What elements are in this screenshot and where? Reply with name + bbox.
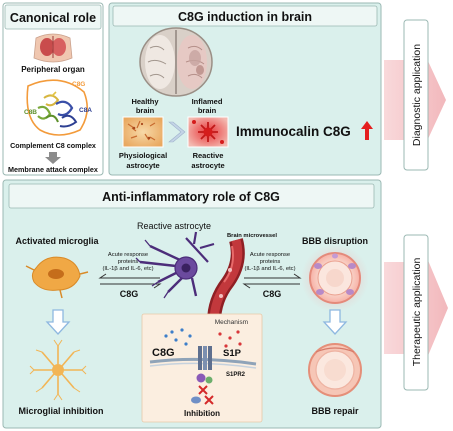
right-arrow-icon: [100, 283, 162, 289]
acute-right-line1: Acute response: [250, 252, 290, 258]
mech-inhibition-label: Inhibition: [184, 409, 220, 418]
right-arrow-icon-2: [244, 273, 302, 279]
complement-c8-structure: [26, 79, 88, 136]
bbb-disruption-vessel: [301, 244, 369, 312]
s1p-molecules: [218, 330, 242, 348]
diagnostic-application: Diagnostic application: [384, 19, 446, 171]
brain-microvessel: [207, 238, 245, 323]
bbb-disruption-label: BBB disruption: [302, 236, 368, 246]
c8g-molecules: [164, 328, 192, 346]
activated-microglia-label: Activated microglia: [15, 236, 99, 246]
reactive-astrocyte-label-1: Reactive: [193, 151, 224, 160]
down-arrow-icon: [45, 152, 61, 164]
inhibited-microglia-cell: [29, 339, 87, 401]
bbb-repair-label: BBB repair: [311, 406, 359, 416]
g-protein-icon: [196, 373, 206, 383]
down-arrow-icon-right: [322, 309, 348, 335]
activated-microglia-cell: [25, 256, 89, 299]
peripheral-organ-label: Peripheral organ: [21, 65, 85, 74]
reactive-astrocyte-title: Reactive astrocyte: [137, 221, 211, 231]
c8g-label: C8G: [72, 81, 85, 88]
peripheral-organ-icon: [33, 33, 73, 63]
physiological-astrocyte-label-1: Physiological: [119, 151, 167, 160]
mech-c8g-label: C8G: [152, 347, 175, 359]
healthy-brain-label-1: Healthy: [131, 97, 159, 106]
mechanism-label: Mechanism: [215, 319, 248, 326]
therapeutic-label: Therapeutic application: [411, 258, 423, 367]
anti-inflammatory-title: Anti-inflammatory role of C8G: [102, 190, 280, 204]
mech-s1p-label: S1P: [223, 348, 242, 359]
c8a-label: C8A: [79, 107, 92, 114]
signal-node: [191, 396, 201, 404]
c8b-label: C8B: [24, 109, 37, 116]
mac-label: Membrane attack complex: [8, 165, 98, 174]
mechanism-box: Mechanism C8G S1P: [141, 313, 263, 423]
mech-s1pr2-label: S1PR2: [226, 372, 246, 378]
brain-illustration: [139, 27, 213, 97]
physiological-astrocyte-label-2: astrocyte: [126, 161, 159, 170]
induction-title: C8G induction in brain: [178, 10, 312, 24]
bbb-repair-vessel: [308, 343, 362, 397]
acute-right-line3: (IL-1β and IL-6, etc): [244, 266, 295, 272]
reactive-astrocyte-image: [187, 116, 229, 148]
chevron-right-icon: [168, 121, 186, 143]
immunocalin-label: Immunocalin C8G: [236, 124, 351, 139]
inhibition-cross-icon-2: [204, 395, 214, 405]
inflamed-brain-label-1: Inflamed: [192, 97, 223, 106]
therapeutic-application: Therapeutic application: [384, 234, 448, 391]
canonical-role-panel: Canonical role Peripheral organ C8G C8A …: [2, 2, 104, 176]
acute-left-line3: (IL-1β and IL-6, etc): [102, 266, 153, 272]
down-arrow-icon-left: [45, 309, 71, 335]
up-arrow-icon: [361, 121, 373, 140]
anti-inflammatory-panel: Anti-inflammatory role of C8G Activated …: [2, 179, 382, 429]
left-arrow-icon-2: [242, 283, 300, 289]
s1pr2-receptor: [198, 346, 212, 370]
c8g-left-label: C8G: [120, 289, 139, 299]
reactive-astrocyte-label-2: astrocyte: [191, 161, 224, 170]
reactive-astrocyte-cell: [135, 231, 215, 299]
canonical-title: Canonical role: [10, 11, 96, 25]
acute-right-line2: proteins: [260, 259, 281, 265]
physiological-astrocyte-image: [122, 116, 164, 148]
acute-left-line2: proteins: [118, 259, 139, 265]
microglial-inhibition-label: Microglial inhibition: [19, 406, 104, 416]
complex-label: Complement C8 complex: [10, 141, 96, 150]
brain-microvessel-label: Brain microvessel: [227, 233, 277, 239]
left-arrow-icon: [98, 273, 160, 279]
inhibition-cross-icon: [198, 385, 208, 395]
induction-panel: C8G induction in brain Healthy brain Inf…: [108, 2, 382, 176]
diagnostic-label: Diagnostic application: [411, 44, 423, 146]
healthy-brain-label-2: brain: [136, 106, 155, 115]
acute-left-line1: Acute response: [108, 252, 148, 258]
inflamed-brain-label-2: brain: [198, 106, 217, 115]
c8g-right-label: C8G: [263, 289, 282, 299]
